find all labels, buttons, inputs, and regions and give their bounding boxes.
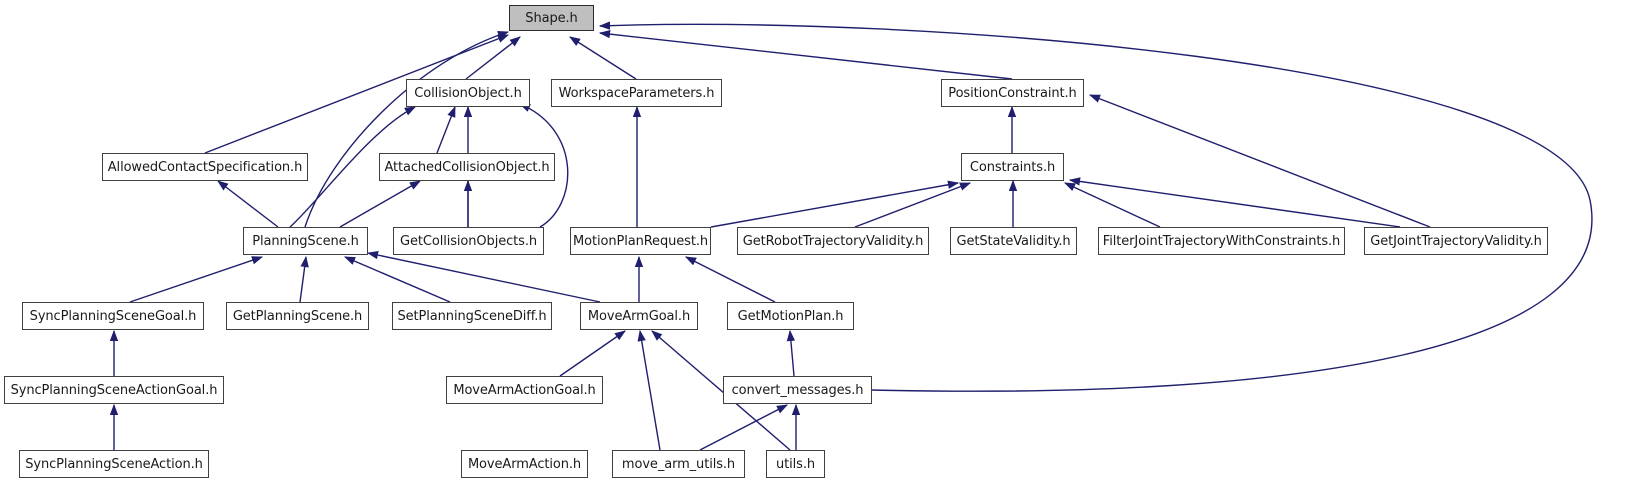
graph-node-label: SyncPlanningSceneGoal.h: [29, 308, 197, 324]
graph-edge: [598, 29, 1013, 80]
graph-edge: [699, 404, 788, 451]
graph-node-filterjointtraj[interactable]: FilterJointTrajectoryWithConstraints.h: [1098, 227, 1345, 255]
graph-node-label: Constraints.h: [969, 159, 1056, 175]
graph-node-convertmessages[interactable]: convert_messages.h: [723, 376, 872, 404]
graph-node-label: GetRobotTrajectoryValidity.h: [742, 233, 924, 249]
graph-node-positionconstr[interactable]: PositionConstraint.h: [941, 79, 1084, 107]
graph-node-label: MotionPlanRequest.h: [572, 233, 708, 249]
graph-edge: [217, 180, 279, 228]
graph-node-label: SyncPlanningSceneAction.h: [25, 456, 203, 472]
graph-node-movearmutils[interactable]: move_arm_utils.h: [612, 450, 745, 478]
graph-node-syncplansceneag[interactable]: SyncPlanningSceneActionGoal.h: [4, 376, 224, 404]
graph-node-label: GetPlanningScene.h: [232, 308, 363, 324]
graph-node-movearmgoal[interactable]: MoveArmGoal.h: [580, 302, 698, 330]
graph-node-label: GetMotionPlan.h: [737, 308, 844, 324]
graph-node-label: utils.h: [775, 456, 815, 472]
graph-node-movearmaction[interactable]: MoveArmAction.h: [461, 450, 588, 478]
graph-node-constraints[interactable]: Constraints.h: [961, 153, 1064, 181]
graph-node-label: SetPlanningSceneDiff.h: [397, 308, 547, 324]
graph-node-getmotionplan[interactable]: GetMotionPlan.h: [727, 302, 854, 330]
graph-node-allowedcontact[interactable]: AllowedContactSpecification.h: [102, 153, 308, 181]
graph-node-getcollisionobj[interactable]: GetCollisionObjects.h: [393, 227, 544, 255]
graph-edge: [129, 256, 264, 303]
graph-node-label: GetCollisionObjects.h: [400, 233, 537, 249]
graph-node-label: GetJointTrajectoryValidity.h: [1370, 233, 1542, 249]
graph-edge: [651, 330, 791, 451]
graph-node-collisionobject[interactable]: CollisionObject.h: [406, 79, 530, 107]
graph-node-label: FilterJointTrajectoryWithConstraints.h: [1102, 233, 1341, 249]
graph-node-shape[interactable]: Shape.h: [509, 5, 594, 31]
graph-node-planningscene[interactable]: PlanningScene.h: [243, 227, 368, 255]
graph-edge: [637, 329, 661, 451]
graph-edge: [465, 36, 521, 80]
graph-edge: [518, 103, 569, 228]
graph-node-label: AllowedContactSpecification.h: [107, 159, 303, 175]
graph-node-label: CollisionObject.h: [414, 85, 522, 101]
graph-node-label: Shape.h: [525, 10, 578, 26]
graph-node-getjointtrajval[interactable]: GetJointTrajectoryValidity.h: [1364, 227, 1548, 255]
graph-node-label: move_arm_utils.h: [621, 456, 736, 472]
graph-edge: [304, 31, 510, 228]
graph-edge: [343, 256, 451, 303]
graph-edge: [1063, 182, 1161, 228]
graph-node-label: PlanningScene.h: [252, 233, 359, 249]
graph-node-getplanningscene[interactable]: GetPlanningScene.h: [226, 302, 369, 330]
graph-node-label: MoveArmAction.h: [467, 456, 582, 472]
graph-edge: [786, 329, 796, 377]
graph-node-syncplanscenegoal[interactable]: SyncPlanningSceneGoal.h: [22, 302, 204, 330]
graph-edge: [569, 36, 637, 80]
graph-node-movearmactiongoal[interactable]: MoveArmActionGoal.h: [446, 376, 603, 404]
graph-edge: [289, 106, 416, 228]
graph-node-motionplanreq[interactable]: MotionPlanRequest.h: [570, 227, 711, 255]
graph-edge: [685, 256, 776, 303]
graph-edge: [854, 182, 972, 228]
graph-node-label: MoveArmGoal.h: [587, 308, 691, 324]
graph-edge: [559, 330, 626, 377]
graph-node-utils[interactable]: utils.h: [766, 450, 825, 478]
graph-node-label: WorkspaceParameters.h: [558, 85, 715, 101]
graph-edge: [366, 250, 601, 303]
graph-node-label: SyncPlanningSceneActionGoal.h: [10, 382, 218, 398]
graph-edge: [598, 21, 1593, 392]
graph-node-attachedcollision[interactable]: AttachedCollisionObject.h: [379, 153, 555, 181]
graph-edge: [436, 105, 456, 154]
graph-node-label: MoveArmActionGoal.h: [453, 382, 596, 398]
graph-node-label: convert_messages.h: [731, 382, 864, 398]
graph-edge: [1088, 94, 1431, 228]
graph-node-label: PositionConstraint.h: [948, 85, 1077, 101]
graph-node-label: AttachedCollisionObject.h: [384, 159, 550, 175]
graph-node-getstatevalidity[interactable]: GetStateValidity.h: [950, 227, 1077, 255]
graph-node-syncplansceneact[interactable]: SyncPlanningSceneAction.h: [19, 450, 209, 478]
graph-edge: [710, 180, 960, 228]
graph-node-getrobottrajval[interactable]: GetRobotTrajectoryValidity.h: [737, 227, 929, 255]
graph-edge: [299, 255, 309, 303]
graph-edge: [339, 180, 421, 228]
graph-node-label: GetStateValidity.h: [956, 233, 1071, 249]
graph-node-setplanscenediff[interactable]: SetPlanningSceneDiff.h: [392, 302, 552, 330]
graph-edge: [1068, 177, 1401, 228]
graph-node-workspaceparams[interactable]: WorkspaceParameters.h: [551, 79, 722, 107]
